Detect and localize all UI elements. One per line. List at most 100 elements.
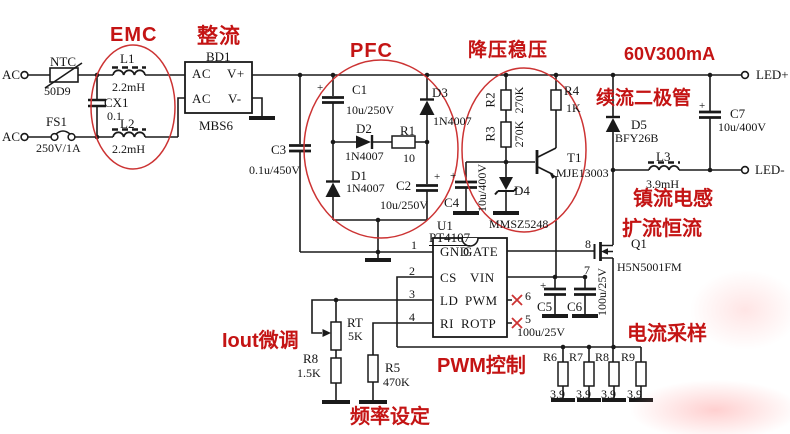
label-c1: C1	[352, 82, 368, 97]
led-minus-terminal	[740, 165, 750, 175]
resistor-r8a-symbol	[330, 357, 342, 384]
label-d4: D4	[514, 183, 530, 198]
label-r9: R9	[621, 350, 636, 364]
value-r8b: 3.9	[601, 387, 616, 401]
part-u1: PT4107	[429, 230, 471, 246]
label-r3: R3	[482, 126, 498, 142]
value-c5: 100u/25V	[517, 325, 565, 339]
u1-pin-vin: VIN	[470, 270, 495, 285]
bd1-pin-vplus: V+	[227, 66, 245, 81]
annotation-iout-trim: Iout微调	[222, 330, 299, 352]
capacitor-c5-symbol	[544, 287, 566, 296]
label-q1: Q1	[631, 236, 647, 251]
label-c6: C6	[567, 299, 583, 314]
label-fs1: FS1	[46, 114, 67, 129]
value-c1: 10u/250V	[346, 103, 394, 117]
terminal-circles	[20, 70, 750, 175]
bd1-pin-ac1: AC	[192, 66, 212, 81]
diode-d5-symbol	[605, 115, 621, 132]
c5-polarity: +	[540, 280, 547, 292]
ac-top-terminal	[20, 70, 29, 80]
u1-pin4-num: 4	[409, 310, 415, 324]
u1-pin6-num: 6	[525, 289, 531, 303]
capacitor-c3-symbol	[289, 144, 311, 153]
label-r1: R1	[400, 123, 416, 138]
annotation-freewheel: 续流二极管	[596, 88, 692, 109]
scan-artifact	[630, 380, 790, 434]
capacitor-c6-symbol	[574, 287, 596, 296]
label-r6: R6	[543, 350, 558, 364]
annotation-expand: 扩流恒流	[622, 218, 702, 240]
part-q1: H5N5001FM	[617, 260, 682, 274]
bridge-bd1-box	[184, 61, 253, 114]
label-c2: C2	[396, 178, 412, 193]
value-r2: 270K	[512, 86, 526, 114]
annotation-pfc: PFC	[350, 40, 393, 62]
annotation-output-spec: 60V300mA	[624, 44, 716, 64]
u1-pin5-num: 5	[525, 312, 531, 326]
label-c5: C5	[537, 299, 553, 314]
inductor-l3-symbol	[648, 161, 680, 171]
label-d2: D2	[356, 121, 372, 136]
led-plus-terminal	[740, 70, 750, 80]
value-ntc: 50D9	[44, 84, 71, 98]
value-r9: 3.9	[627, 387, 642, 401]
emc-ellipse	[90, 44, 176, 170]
label-cx1: CX1	[104, 95, 129, 110]
value-r1: 10	[403, 151, 415, 165]
u1-pin-ld: LD	[440, 293, 459, 308]
inductor-l1-symbol	[112, 66, 146, 76]
c7-polarity: +	[699, 100, 706, 112]
led-minus-label: LED-	[755, 162, 785, 177]
value-l1: 2.2mH	[112, 80, 145, 94]
label-r8b: R8	[595, 350, 610, 364]
value-c2: 10u/250V	[380, 198, 428, 212]
annotation-rectifier: 整流	[197, 25, 241, 48]
annotation-ballast: 镇流电感	[633, 188, 713, 210]
annotation-buck: 降压稳压	[468, 40, 549, 61]
capacitor-c1-symbol	[322, 96, 344, 104]
u1-pin3-num: 3	[409, 287, 415, 301]
diode-d3-symbol	[419, 98, 435, 115]
ic-u1-box	[432, 237, 508, 338]
label-d1: D1	[351, 168, 367, 183]
u1-pin-gate: GATE	[463, 244, 499, 259]
capacitor-c4-symbol	[455, 180, 477, 189]
value-r7: 3.9	[576, 387, 591, 401]
annotation-emc: EMC	[110, 24, 158, 46]
label-ntc: NTC	[50, 54, 76, 69]
value-d2: 1N4007	[345, 149, 384, 163]
value-d1: 1N4007	[346, 181, 385, 195]
part-d4: MMSZ5248	[489, 217, 549, 231]
value-r8a: 1.5K	[297, 366, 321, 380]
capacitor-c2-symbol	[416, 184, 438, 192]
pfc-ellipse	[303, 59, 459, 239]
label-c7: C7	[730, 106, 746, 121]
u1-pin2-num: 2	[409, 264, 415, 278]
resistor-r7-symbol	[583, 361, 595, 387]
annotation-pwm-control: PWM控制	[437, 355, 526, 377]
resistor-r5-symbol	[367, 354, 379, 383]
label-c3: C3	[271, 142, 287, 157]
label-t1: T1	[567, 150, 582, 165]
u1-pin-gnd: GND	[440, 244, 470, 259]
value-rt: 5K	[348, 329, 363, 343]
pin6-x-mark	[511, 294, 523, 306]
label-rt: RT	[347, 315, 363, 330]
label-r5: R5	[385, 360, 401, 375]
part-bd1: MBS6	[199, 118, 233, 133]
label-r7: R7	[569, 350, 584, 364]
label-l3: L3	[656, 149, 671, 164]
ntc-symbol	[44, 62, 83, 89]
part-d5: BFY26B	[615, 131, 659, 145]
label-l1: L1	[120, 51, 135, 66]
label-c4: C4	[444, 195, 460, 210]
u1-pin1-num: 1	[411, 238, 417, 252]
value-l2: 2.2mH	[112, 142, 145, 156]
u1-pin-pwm: PWM	[465, 293, 498, 308]
bd1-pin-ac2: AC	[192, 91, 212, 106]
value-c3: 0.1u/450V	[249, 163, 300, 177]
c1-polarity: +	[317, 82, 324, 94]
